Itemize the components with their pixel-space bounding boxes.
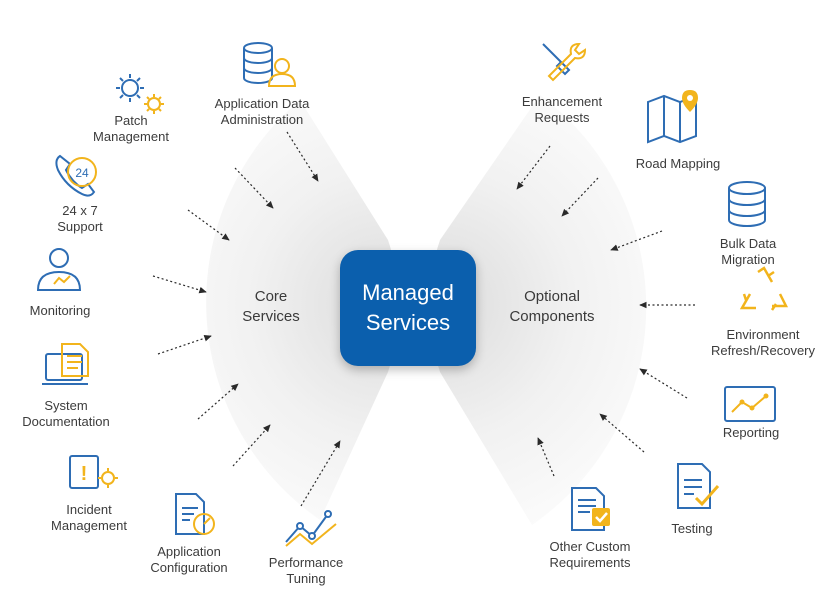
optional-components-label: Optional Components xyxy=(509,287,594,327)
tools-icon xyxy=(542,42,587,82)
label-application-data: Application Data Administration xyxy=(214,96,310,127)
core-fan xyxy=(206,100,399,520)
arrows xyxy=(152,131,695,507)
dotted-arrow xyxy=(300,440,341,507)
dotted-arrow xyxy=(516,145,551,190)
label-support: 24 x 7 Support xyxy=(57,203,103,234)
managed-services-hub: Managed Services xyxy=(340,250,476,366)
dotted-arrow xyxy=(599,413,645,453)
label-enhancement: Enhancement Requests xyxy=(521,94,603,125)
dotted-arrow xyxy=(157,334,212,355)
dotted-arrow xyxy=(152,275,207,294)
svg-text:!: ! xyxy=(81,463,88,485)
phone-24-icon: 24 xyxy=(55,154,97,197)
recycle-icon xyxy=(739,266,789,311)
core-line-2: Services xyxy=(242,308,300,325)
gears-icon xyxy=(116,74,164,114)
checklist-icon xyxy=(677,463,720,509)
label-testing: Testing xyxy=(671,521,713,536)
dotted-arrow xyxy=(639,368,688,399)
database-user-icon xyxy=(243,42,297,87)
hub-line-1: Managed xyxy=(362,280,454,305)
dotted-arrow xyxy=(187,209,230,241)
core-services-label: Core Services xyxy=(242,287,300,327)
label-performance: Performance Tuning xyxy=(268,555,344,586)
optional-line-1: Optional xyxy=(524,288,580,305)
database-icon xyxy=(728,181,766,227)
svg-text:24: 24 xyxy=(75,166,89,180)
label-monitoring: Monitoring xyxy=(29,303,91,318)
optional-fan xyxy=(429,95,647,525)
label-road-mapping: Road Mapping xyxy=(635,156,721,171)
label-environment: Environment Refresh/Recovery xyxy=(710,327,816,358)
dotted-arrow xyxy=(232,424,271,467)
report-chart-icon xyxy=(724,386,776,422)
label-reporting: Reporting xyxy=(722,425,780,440)
label-documentation: System Documentation xyxy=(22,398,110,429)
alert-gear-icon: ! xyxy=(69,455,118,489)
label-patch: Patch Management xyxy=(93,113,169,144)
dotted-arrow xyxy=(234,167,274,209)
label-bulk-data: Bulk Data Migration xyxy=(719,236,777,267)
hub-line-2: Services xyxy=(365,310,451,335)
label-custom: Other Custom Requirements xyxy=(549,539,631,570)
label-configuration: Application Configuration xyxy=(150,544,228,575)
person-chart-icon xyxy=(36,248,82,291)
dotted-arrow xyxy=(610,230,663,251)
document-check-icon xyxy=(571,487,610,531)
optional-line-2: Components xyxy=(509,308,595,325)
line-chart-icon xyxy=(285,510,337,547)
dotted-arrow xyxy=(286,131,319,182)
document-gauge-icon xyxy=(175,493,215,535)
label-incident: Incident Management xyxy=(51,502,127,533)
laptop-document-icon xyxy=(42,343,89,385)
core-line-1: Core xyxy=(254,288,288,305)
map-pin-icon xyxy=(647,90,698,144)
